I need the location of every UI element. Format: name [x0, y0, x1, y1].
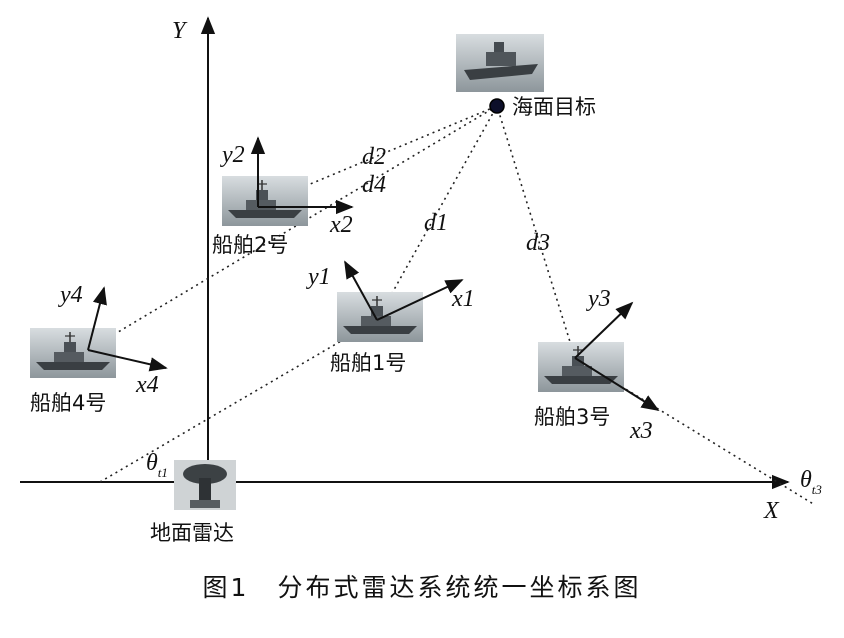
- radar-label: 地面雷达: [150, 521, 234, 545]
- ship-2-x-label: x2: [329, 212, 353, 238]
- ship-3-x-label: x3: [629, 418, 653, 444]
- y-axis-label: Y: [172, 18, 188, 44]
- ship-4-x-axis: [87, 349, 168, 372]
- target-ship-image: [456, 34, 544, 92]
- distance-d2-label: d2: [362, 144, 386, 170]
- ship-3-name: 船舶3号: [534, 405, 610, 429]
- line-theta-t3: [574, 357, 816, 506]
- ship-1-x-label: x1: [451, 286, 475, 312]
- line-d2: [271, 105, 498, 201]
- distance-d3-label: d3: [526, 230, 550, 256]
- line-d1: [376, 105, 498, 321]
- figure-caption: 图1 分布式雷达系统统一坐标系图: [0, 568, 844, 604]
- angle-theta-t3-label: θt3: [800, 467, 822, 497]
- ship-4-y-label: y4: [58, 282, 83, 308]
- line-d3: [496, 105, 576, 359]
- angle-theta-t1-label: θt1: [146, 450, 168, 480]
- distance-d4-label: d4: [362, 172, 386, 198]
- ship-3-x-axis: [574, 357, 660, 411]
- caption-number: 图1: [202, 573, 250, 602]
- radar-image: [174, 460, 236, 510]
- ship-4-y-axis: [87, 286, 107, 351]
- ship-4-x-label: x4: [135, 372, 159, 398]
- ship-2-name: 船舶2号: [212, 233, 288, 257]
- ship-3-y-label: y3: [586, 286, 611, 312]
- ship-1-name: 船舶1号: [330, 351, 406, 375]
- coordinate-diagram: Y X 海面目标 y2 x2 船舶2号 y4 x4 船舶4号 y1 x1 船舶1…: [20, 16, 822, 545]
- ship-3-image: [537, 341, 625, 393]
- caption-text: 分布式雷达系统统一坐标系图: [277, 573, 642, 602]
- x-axis-label: X: [763, 498, 780, 524]
- ship-3-y-axis: [574, 301, 634, 359]
- ship-2-y-label: y2: [220, 142, 245, 168]
- target-point: [489, 98, 505, 114]
- ship-2-image: [221, 175, 309, 227]
- line-d4: [87, 105, 498, 351]
- line-theta-t1: [99, 319, 378, 483]
- ship-1-image: [336, 291, 424, 343]
- ship-1-y-axis: [344, 260, 378, 321]
- ship-4-name: 船舶4号: [30, 391, 106, 415]
- ship-1-y-label: y1: [306, 264, 331, 290]
- ship-1-x-axis: [376, 279, 464, 321]
- distance-d1-label: d1: [424, 210, 448, 236]
- target-label: 海面目标: [512, 95, 596, 119]
